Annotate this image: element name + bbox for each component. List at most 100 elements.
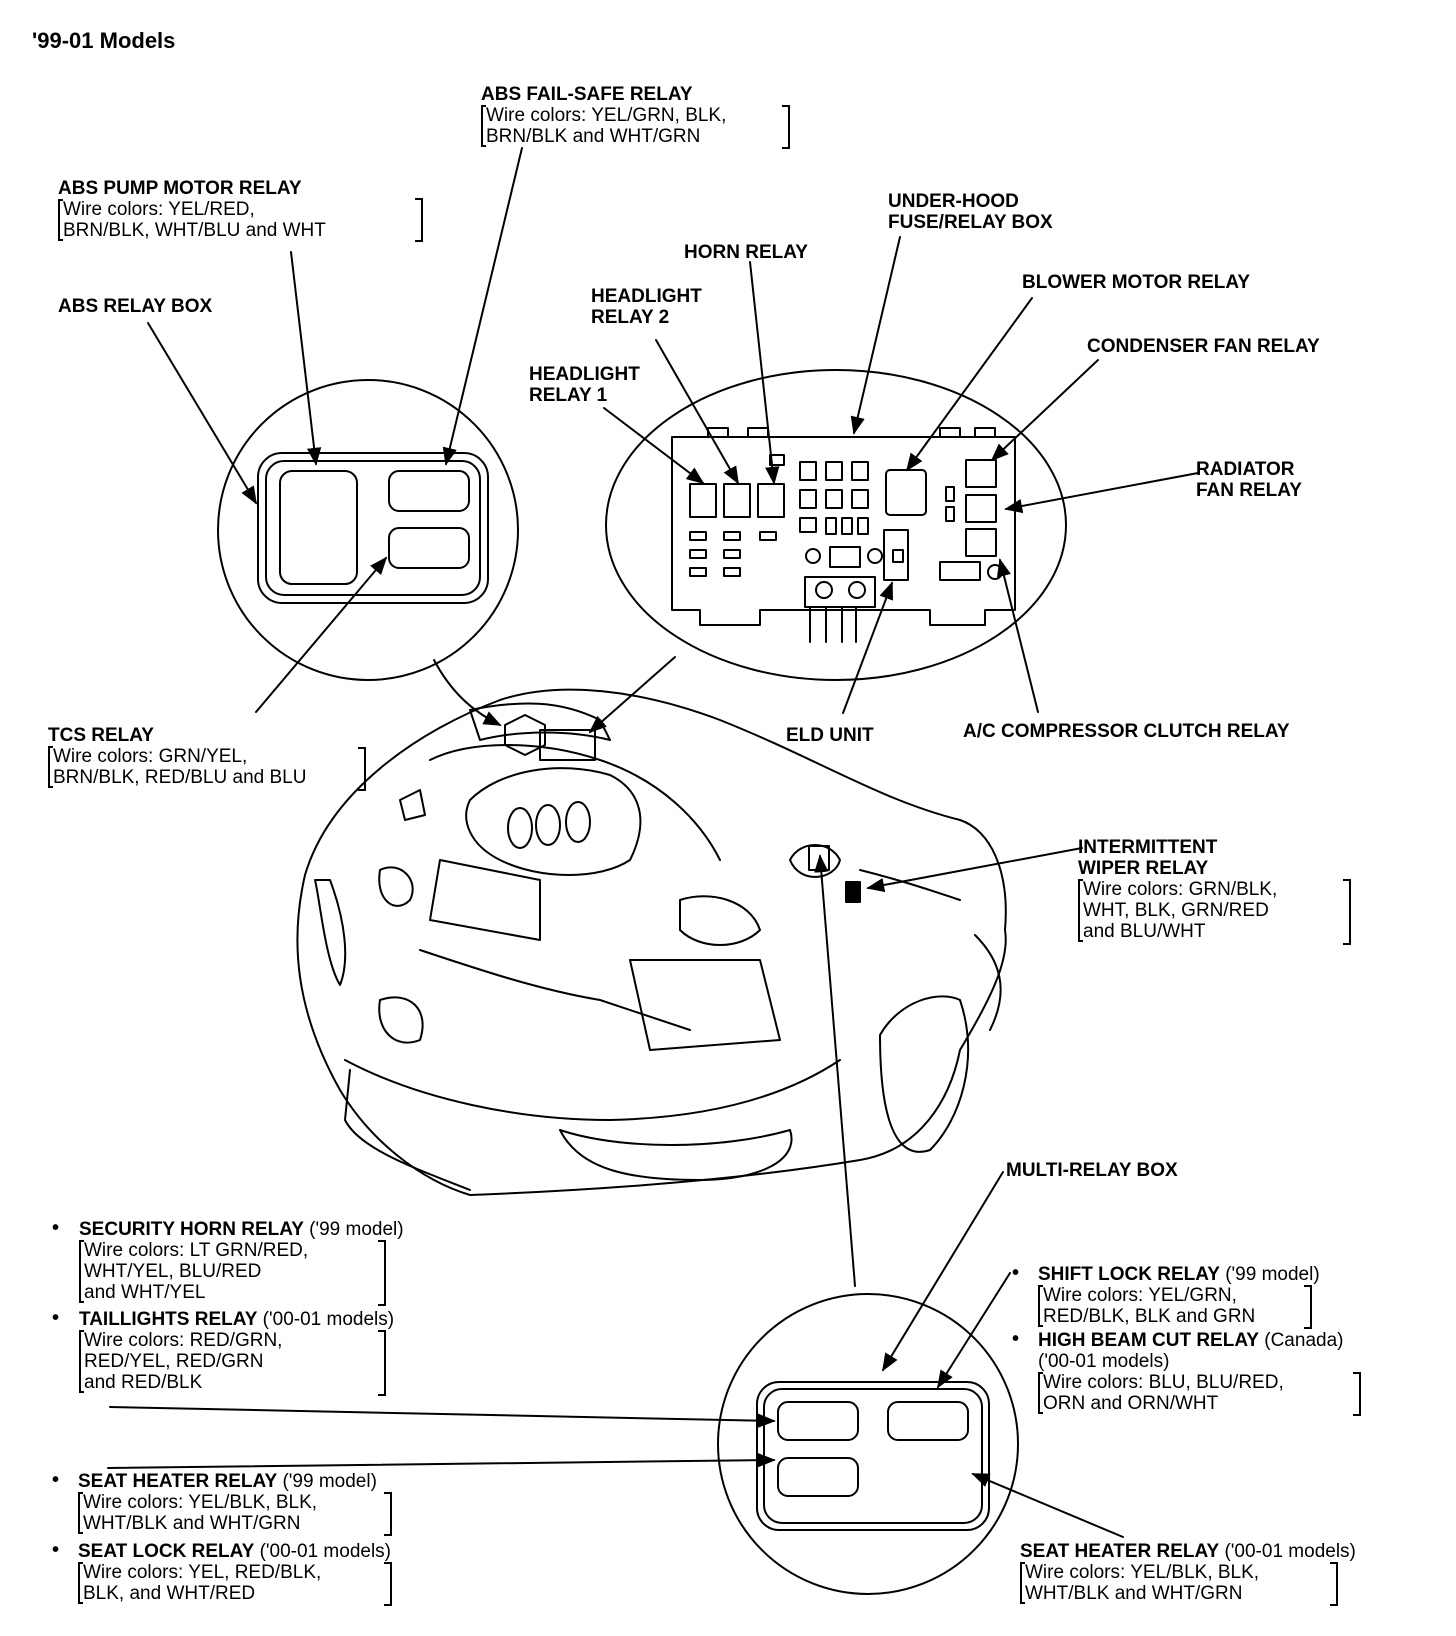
security-horn-relay-label: SECURITY HORN RELAY ('99 model) Wire col… [79, 1219, 404, 1303]
horn-relay [757, 483, 785, 518]
abs-fail-safe-wire-colors: Wire colors: YEL/GRN, BLK, BRN/BLK and W… [481, 105, 726, 147]
headlight-relay-2 [723, 483, 751, 518]
bracket-right [358, 747, 366, 791]
multi-relay-box-label: MULTI-RELAY BOX [1006, 1160, 1178, 1181]
model-note: ('00-01 models) [254, 1541, 391, 1562]
bracket-right [384, 1562, 392, 1606]
label-line: RELAY 2 [591, 307, 670, 328]
wire-colors-line: RED/BLK, BLK and GRN [1043, 1306, 1256, 1327]
wire-colors-line: Wire colors: YEL/BLK, BLK, [1025, 1562, 1260, 1583]
high-beam-cut-relay-name: HIGH BEAM CUT RELAY [1038, 1330, 1259, 1351]
eld-unit [883, 529, 909, 581]
wiper-wire-colors: Wire colors: GRN/BLK, WHT, BLK, GRN/RED … [1078, 879, 1277, 942]
abs-pump-motor-relay-name: ABS PUMP MOTOR RELAY [58, 178, 302, 199]
high-beam-wire-colors: Wire colors: BLU, BLU/RED, ORN and ORN/W… [1038, 1372, 1343, 1414]
model-note: ('00-01 models) [1038, 1351, 1170, 1372]
label-line: WIPER RELAY [1078, 858, 1209, 879]
intermittent-wiper-relay-label: INTERMITTENT WIPER RELAY Wire colors: GR… [1078, 837, 1277, 942]
tcs-relay-label: TCS RELAY Wire colors: GRN/YEL, BRN/BLK,… [48, 725, 306, 788]
multi-relay-box-detail [717, 1293, 1019, 1595]
seat-lock-relay-name: SEAT LOCK RELAY [78, 1541, 255, 1562]
abs-relay-box-label: ABS RELAY BOX [58, 296, 213, 317]
ac-compressor-clutch-relay [965, 528, 997, 557]
abs-fail-safe-relay [388, 470, 470, 512]
model-note: ('99 model) [277, 1471, 377, 1492]
radiator-fan-relay-label: RADIATOR FAN RELAY [1196, 459, 1302, 501]
tcs-relay [388, 527, 470, 569]
high-beam-cut-relay-label: HIGH BEAM CUT RELAY (Canada) ('00-01 mod… [1038, 1330, 1343, 1414]
horn-relay-label: HORN RELAY [684, 242, 808, 263]
under-hood-fuse-relay-box-detail [605, 369, 1067, 681]
wire-colors-line: and BLU/WHT [1083, 921, 1206, 942]
seat-heater-relay [777, 1457, 859, 1497]
bullet: • [52, 1469, 60, 1491]
eld-unit-label: ELD UNIT [786, 725, 874, 746]
abs-pump-motor-relay [279, 470, 358, 585]
taillights-relay-label: TAILLIGHTS RELAY ('00-01 models) Wire co… [79, 1309, 394, 1393]
seat-heater-relay-99-label: SEAT HEATER RELAY ('99 model) Wire color… [78, 1471, 377, 1534]
label-line: HEADLIGHT [529, 364, 640, 385]
abs-pump-motor-wire-colors: Wire colors: YEL/RED, BRN/BLK, WHT/BLU a… [58, 199, 326, 241]
wire-colors-line: ORN and ORN/WHT [1043, 1393, 1219, 1414]
blower-motor-relay-label: BLOWER MOTOR RELAY [1022, 272, 1251, 293]
bracket-right [378, 1330, 386, 1396]
under-hood-fuse-relay-box-label: UNDER-HOOD FUSE/RELAY BOX [888, 191, 1053, 233]
wire-colors-line: BRN/BLK, RED/BLU and BLU [53, 767, 307, 788]
bullet: • [1012, 1328, 1020, 1350]
leader-lines [107, 147, 1199, 1538]
model-note: ('99 model) [303, 1219, 404, 1240]
bracket-right [1304, 1285, 1312, 1329]
bracket-right [1343, 879, 1351, 945]
radiator-fan-relay [965, 494, 997, 523]
wire-colors-line: and WHT/YEL [84, 1282, 206, 1303]
bracket-right [415, 198, 423, 242]
label-line: FUSE/RELAY BOX [888, 212, 1053, 233]
wire-colors-line: and RED/BLK [84, 1372, 203, 1393]
wire-colors-line: WHT/BLK and WHT/GRN [83, 1513, 301, 1534]
seat-heater-99-wire-colors: Wire colors: YEL/BLK, BLK, WHT/BLK and W… [78, 1492, 377, 1534]
shift-lock-relay-name: SHIFT LOCK RELAY [1038, 1264, 1220, 1285]
abs-fail-safe-relay-name: ABS FAIL-SAFE RELAY [481, 84, 693, 105]
model-note: (Canada) [1258, 1330, 1344, 1351]
vehicle-engine-bay-illustration [296, 688, 1007, 1196]
label-line: UNDER-HOOD [888, 191, 1019, 212]
wire-colors-line: Wire colors: RED/GRN, [84, 1330, 283, 1351]
taillights-relay-name: TAILLIGHTS RELAY [79, 1309, 258, 1330]
security-horn-wire-colors: Wire colors: LT GRN/RED, WHT/YEL, BLU/RE… [79, 1240, 404, 1303]
tcs-relay-name: TCS RELAY [48, 725, 154, 746]
abs-pump-motor-relay-label: ABS PUMP MOTOR RELAY Wire colors: YEL/RE… [58, 178, 326, 241]
bracket-right [1330, 1562, 1338, 1606]
bracket-right [384, 1492, 392, 1536]
blower-motor-relay [885, 469, 927, 516]
model-note: ('00-01 models) [257, 1309, 395, 1330]
wire-colors-line: Wire colors: GRN/YEL, [53, 746, 248, 767]
security-horn-relay-name: SECURITY HORN RELAY [79, 1219, 304, 1240]
wire-colors-line: Wire colors: LT GRN/RED, [84, 1240, 309, 1261]
label-line: INTERMITTENT [1078, 837, 1218, 858]
taillights-wire-colors: Wire colors: RED/GRN, RED/YEL, RED/GRN a… [79, 1330, 394, 1393]
bracket-right [1353, 1372, 1361, 1416]
wire-colors-line: Wire colors: GRN/BLK, [1083, 879, 1278, 900]
abs-relay-box-detail [217, 379, 519, 681]
wire-colors-line: Wire colors: YEL/BLK, BLK, [83, 1492, 318, 1513]
wire-colors-line: Wire colors: YEL/RED, [63, 199, 255, 220]
model-note: ('99 model) [1219, 1264, 1320, 1285]
bracket-right [782, 105, 790, 149]
abs-fail-safe-relay-label: ABS FAIL-SAFE RELAY Wire colors: YEL/GRN… [481, 84, 726, 147]
seat-heater-relay-00-label: SEAT HEATER RELAY ('00-01 models) Wire c… [1020, 1541, 1356, 1604]
condenser-fan-relay-label: CONDENSER FAN RELAY [1087, 336, 1320, 357]
wire-colors-line: BRN/BLK, WHT/BLU and WHT [63, 220, 326, 241]
wire-colors-line: WHT/BLK and WHT/GRN [1025, 1583, 1243, 1604]
page-title: '99-01 Models [32, 28, 176, 53]
wire-colors-line: Wire colors: YEL/GRN, [1043, 1285, 1237, 1306]
seat-heater-relay-name: SEAT HEATER RELAY [1020, 1541, 1220, 1562]
bullet: • [52, 1539, 60, 1561]
tcs-wire-colors: Wire colors: GRN/YEL, BRN/BLK, RED/BLU a… [48, 746, 306, 788]
ac-compressor-clutch-relay-label: A/C COMPRESSOR CLUTCH RELAY [963, 721, 1290, 742]
wire-colors-line: WHT, BLK, GRN/RED [1083, 900, 1269, 921]
label-line: FAN RELAY [1196, 480, 1302, 501]
wire-colors-line: RED/YEL, RED/GRN [84, 1351, 264, 1372]
bullet: • [52, 1307, 60, 1329]
taillights-relay [777, 1401, 859, 1441]
